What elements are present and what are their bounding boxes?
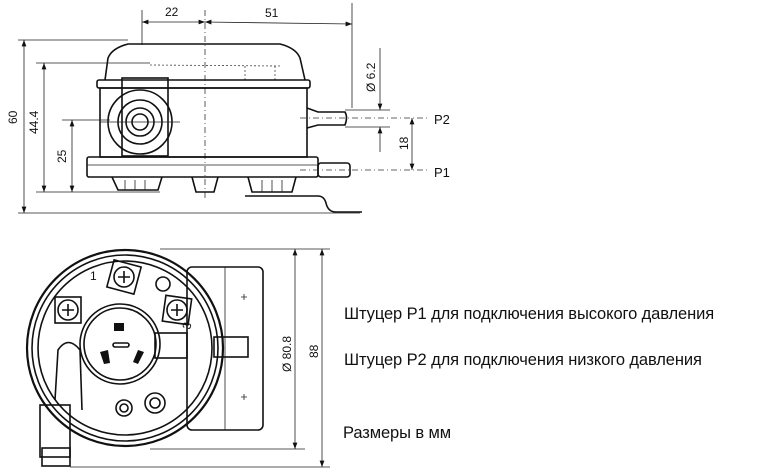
terminal-screw — [161, 294, 193, 326]
port-tube — [213, 336, 249, 358]
terminal-3-label: 3 — [179, 320, 194, 330]
terminal-block — [121, 77, 169, 157]
terminal-1-label: 1 — [90, 269, 97, 283]
dim-tube-diameter: Ø 6.2 — [364, 62, 378, 92]
dim-51: 51 — [265, 6, 279, 20]
dim-diameter-80-8: Ø 80.8 — [280, 336, 294, 372]
housing-outer — [25, 248, 225, 448]
dim-18: 18 — [397, 136, 411, 150]
dim-88: 88 — [307, 344, 321, 358]
note-p1: Штуцер P1 для подключения высокого давле… — [344, 305, 715, 323]
mounting-bracket — [245, 195, 362, 213]
base-plate — [86, 156, 319, 178]
dim-60: 60 — [6, 110, 20, 124]
label-p1: P1 — [434, 165, 450, 180]
note-p2: Штуцер P2 для подключения низкого давлен… — [344, 351, 702, 369]
dim-22: 22 — [165, 5, 179, 19]
dim-25: 25 — [55, 149, 69, 163]
label-p2: P2 — [434, 112, 450, 127]
front-view: 1 3 Ø 80.8 88 — [25, 248, 330, 468]
port-p2-tube — [306, 107, 348, 129]
connector — [79, 303, 161, 385]
dim-44-4: 44.4 — [27, 110, 41, 134]
terminal-screw — [54, 296, 82, 324]
dome-cover — [104, 43, 306, 81]
note-units: Размеры в мм — [343, 424, 451, 442]
dim-line-51 — [204, 19, 353, 27]
terminal-screw — [105, 258, 143, 296]
side-view: 22 51 — [6, 3, 450, 214]
